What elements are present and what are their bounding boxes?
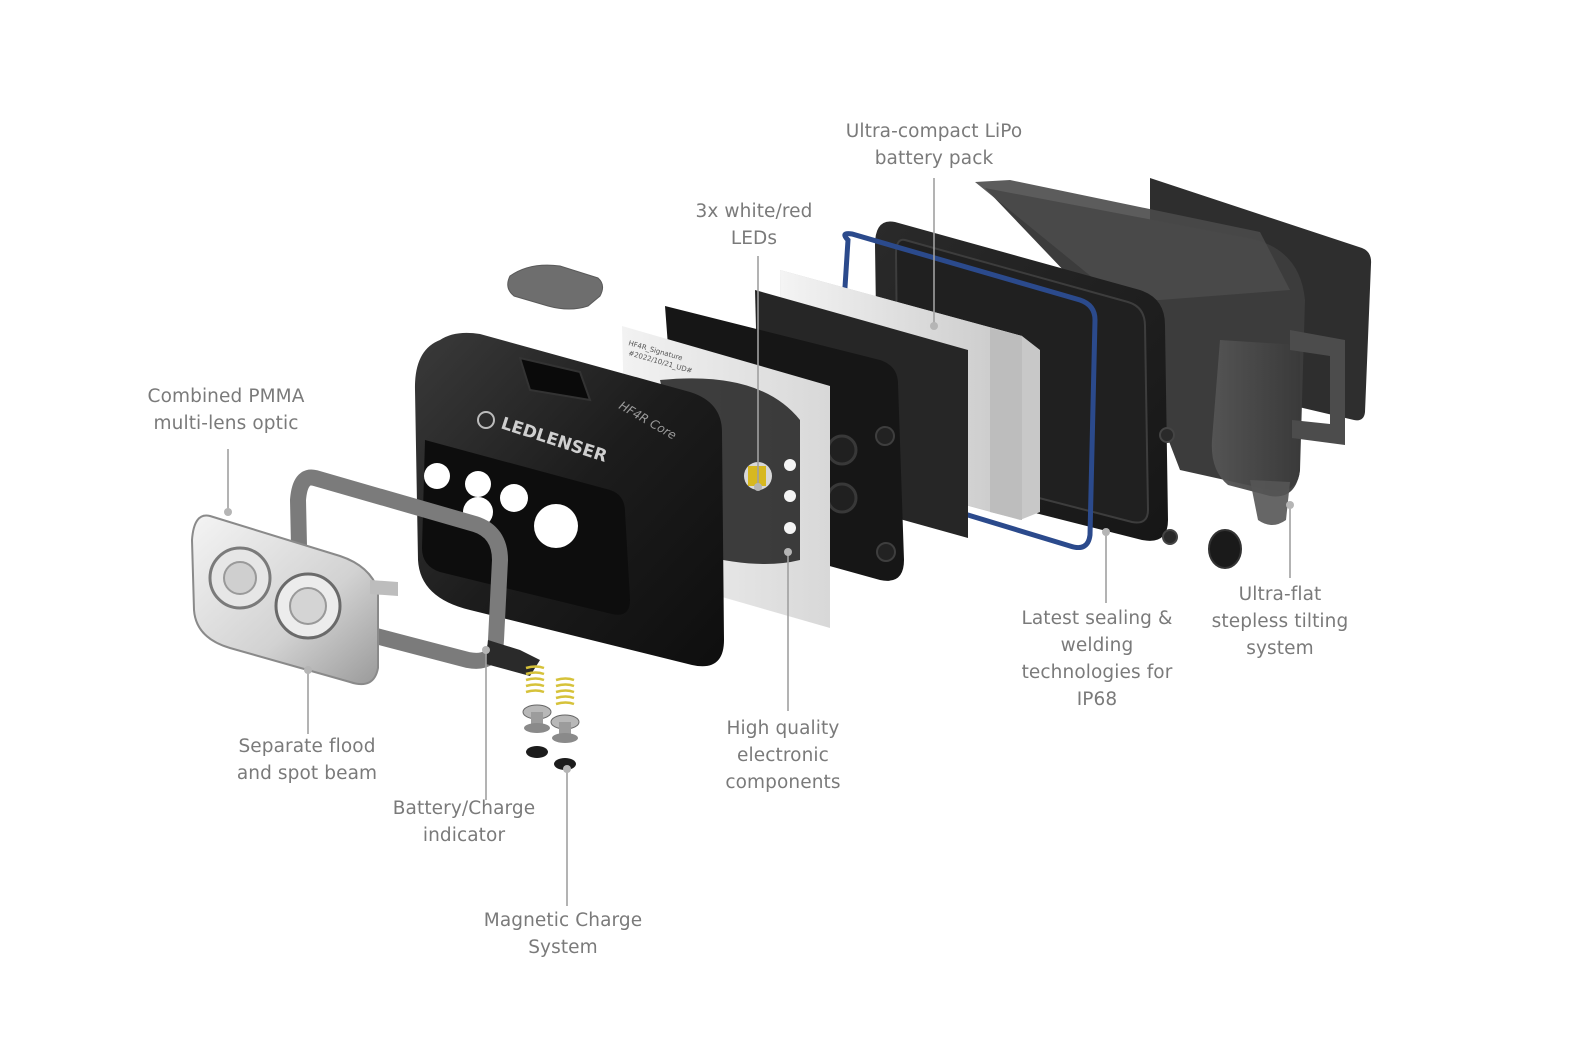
- callout-line: Latest sealing &: [1021, 608, 1173, 629]
- leader-dot-magnetic: [563, 765, 571, 773]
- callout-electronics: High quality electronic components: [725, 715, 840, 796]
- callout-line: components: [725, 772, 841, 793]
- magnet-disc: [1208, 529, 1242, 569]
- led-chip: [748, 466, 766, 486]
- leader-lines: [224, 178, 1294, 906]
- callout-line: and spot beam: [236, 763, 378, 784]
- callout-line: System: [528, 937, 598, 958]
- callout-line: LEDs: [730, 228, 778, 249]
- callout-line: Combined PMMA: [147, 386, 305, 407]
- leader-dot-indicator: [482, 646, 490, 654]
- callout-flood-spot-beam: Separate flood and spot beam: [237, 733, 377, 787]
- callout-line: technologies for: [1021, 662, 1173, 683]
- callout-line: electronic: [737, 745, 829, 766]
- callout-line: Magnetic Charge: [483, 910, 643, 931]
- pmma-optic: [190, 514, 398, 686]
- callout-line: Separate flood: [238, 736, 376, 757]
- leader-dot-optic: [224, 508, 232, 516]
- callout-line: battery pack: [874, 148, 994, 169]
- charge-contacts: [486, 640, 580, 770]
- callout-line: welding: [1060, 635, 1134, 656]
- leader-dot-beam: [304, 666, 312, 674]
- leader-dot-sealing: [1102, 528, 1110, 536]
- callout-line: Battery/Charge: [392, 798, 536, 819]
- callout-leds: 3x white/red LEDs: [696, 198, 813, 252]
- callout-line: Ultra-compact LiPo: [845, 121, 1023, 142]
- callout-magnetic-charge: Magnetic Charge System: [484, 907, 642, 961]
- callout-sealing-ip68: Latest sealing & welding technologies fo…: [1021, 605, 1172, 713]
- callout-line: 3x white/red: [695, 201, 813, 222]
- lens-seal: [289, 469, 509, 669]
- callout-charge-indicator: Battery/Charge indicator: [393, 795, 536, 849]
- callout-tilting-system: Ultra-flat stepless tilting system: [1212, 581, 1349, 662]
- leader-dot-battery: [930, 322, 938, 330]
- callout-line: indicator: [422, 825, 506, 846]
- callout-line: stepless tilting: [1211, 611, 1349, 632]
- callout-line: multi-lens optic: [153, 413, 299, 434]
- callout-line: High quality: [726, 718, 840, 739]
- callout-line: Ultra-flat: [1238, 584, 1322, 605]
- leader-dot-electronics: [784, 548, 792, 556]
- callout-pmma-optic: Combined PMMA multi-lens optic: [148, 383, 305, 437]
- leader-dot-tilting: [1286, 501, 1294, 509]
- callout-line: system: [1246, 638, 1314, 659]
- callout-line: IP68: [1076, 689, 1118, 710]
- spring-2: [555, 677, 575, 706]
- spring-1: [525, 665, 545, 694]
- callout-battery-pack: Ultra-compact LiPo battery pack: [846, 118, 1023, 172]
- leader-dot-leds: [754, 483, 762, 491]
- button-pad: [507, 264, 604, 310]
